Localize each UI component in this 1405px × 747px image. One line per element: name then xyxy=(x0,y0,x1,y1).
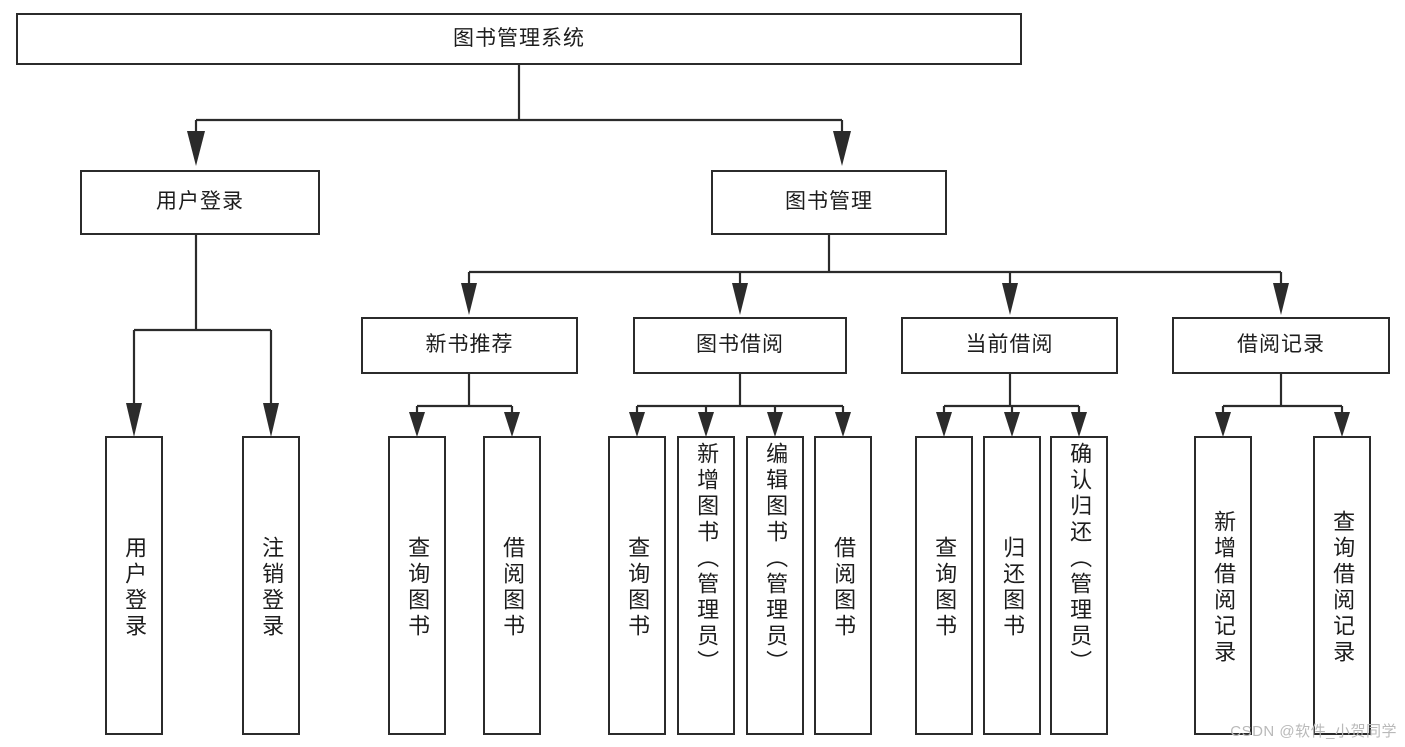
leaf-label-borrow-add-book-admin: 新增图书（管理员） xyxy=(694,442,720,676)
arrow-cb-leaf-1 xyxy=(936,412,952,437)
arrow-current-borrow xyxy=(1002,283,1018,315)
leaf-borrow-add-book-admin[interactable]: 新增图书（管理员） xyxy=(677,436,735,735)
node-label-new-book-recommend: 新书推荐 xyxy=(425,333,514,357)
leaf-label-current-confirm-return-admin: 确认归还（管理员） xyxy=(1067,442,1093,676)
arrow-cb-leaf-3 xyxy=(1071,412,1087,437)
leaf-record-add-borrow-record[interactable]: 新增借阅记录 xyxy=(1194,436,1252,735)
arrow-leaf-logout xyxy=(263,403,279,437)
arrow-book-borrow xyxy=(732,283,748,315)
node-label-current-borrow: 当前借阅 xyxy=(965,333,1054,357)
arrow-bb-leaf-1 xyxy=(629,412,645,437)
leaf-newbook-borrow-book[interactable]: 借阅图书 xyxy=(483,436,541,735)
arrow-user-login xyxy=(187,131,205,166)
leaf-user-login[interactable]: 用户登录 xyxy=(105,436,163,735)
node-label-book-borrow: 图书借阅 xyxy=(696,333,784,357)
leaf-label-borrow-borrow-book: 借阅图书 xyxy=(831,535,857,640)
leaf-label-borrow-edit-book-admin: 编辑图书（管理员） xyxy=(763,442,789,676)
arrow-bb-leaf-2 xyxy=(698,412,714,437)
node-book-borrow[interactable]: 图书借阅 xyxy=(633,317,847,374)
arrow-br-leaf-1 xyxy=(1215,412,1231,437)
leaf-label-current-query-book: 查询图书 xyxy=(932,535,958,640)
arrow-book-mgmt xyxy=(833,131,851,166)
node-label-borrow-record: 借阅记录 xyxy=(1237,333,1325,357)
node-book-management[interactable]: 图书管理 xyxy=(711,170,947,235)
node-borrow-record[interactable]: 借阅记录 xyxy=(1172,317,1390,374)
node-label-root: 图书管理系统 xyxy=(453,26,585,50)
leaf-newbook-query-book[interactable]: 查询图书 xyxy=(388,436,446,735)
node-label-book-management: 图书管理 xyxy=(785,190,873,214)
leaf-current-query-book[interactable]: 查询图书 xyxy=(915,436,973,735)
leaf-current-return-book[interactable]: 归还图书 xyxy=(983,436,1041,735)
leaf-label-newbook-query-book: 查询图书 xyxy=(405,535,431,640)
arrow-new-book xyxy=(461,283,477,315)
leaf-label-newbook-borrow-book: 借阅图书 xyxy=(500,535,526,640)
node-root-book-management-system[interactable]: 图书管理系统 xyxy=(16,13,1022,65)
arrow-bb-leaf-3 xyxy=(767,412,783,437)
arrow-br-leaf-2 xyxy=(1334,412,1350,437)
leaf-record-query-borrow-record[interactable]: 查询借阅记录 xyxy=(1313,436,1371,735)
arrow-nb-leaf-1 xyxy=(409,412,425,437)
leaf-label-user-login: 用户登录 xyxy=(122,535,148,640)
leaf-label-current-return-book: 归还图书 xyxy=(1000,535,1026,640)
node-label-user-login: 用户登录 xyxy=(156,190,244,214)
leaf-label-borrow-query-book: 查询图书 xyxy=(625,535,651,640)
leaf-borrow-query-book[interactable]: 查询图书 xyxy=(608,436,666,735)
leaf-logout[interactable]: 注销登录 xyxy=(242,436,300,735)
arrow-leaf-user-login xyxy=(126,403,142,437)
leaf-label-record-query-borrow-record: 查询借阅记录 xyxy=(1330,509,1356,666)
arrow-borrow-record xyxy=(1273,283,1289,315)
leaf-label-logout: 注销登录 xyxy=(259,535,285,640)
node-user-login[interactable]: 用户登录 xyxy=(80,170,320,235)
leaf-current-confirm-return-admin[interactable]: 确认归还（管理员） xyxy=(1050,436,1108,735)
leaf-borrow-edit-book-admin[interactable]: 编辑图书（管理员） xyxy=(746,436,804,735)
arrow-nb-leaf-2 xyxy=(504,412,520,437)
arrow-bb-leaf-4 xyxy=(835,412,851,437)
arrow-cb-leaf-2 xyxy=(1004,412,1020,437)
node-current-borrow[interactable]: 当前借阅 xyxy=(901,317,1118,374)
node-new-book-recommend[interactable]: 新书推荐 xyxy=(361,317,578,374)
leaf-borrow-borrow-book[interactable]: 借阅图书 xyxy=(814,436,872,735)
leaf-label-record-add-borrow-record: 新增借阅记录 xyxy=(1211,509,1237,666)
